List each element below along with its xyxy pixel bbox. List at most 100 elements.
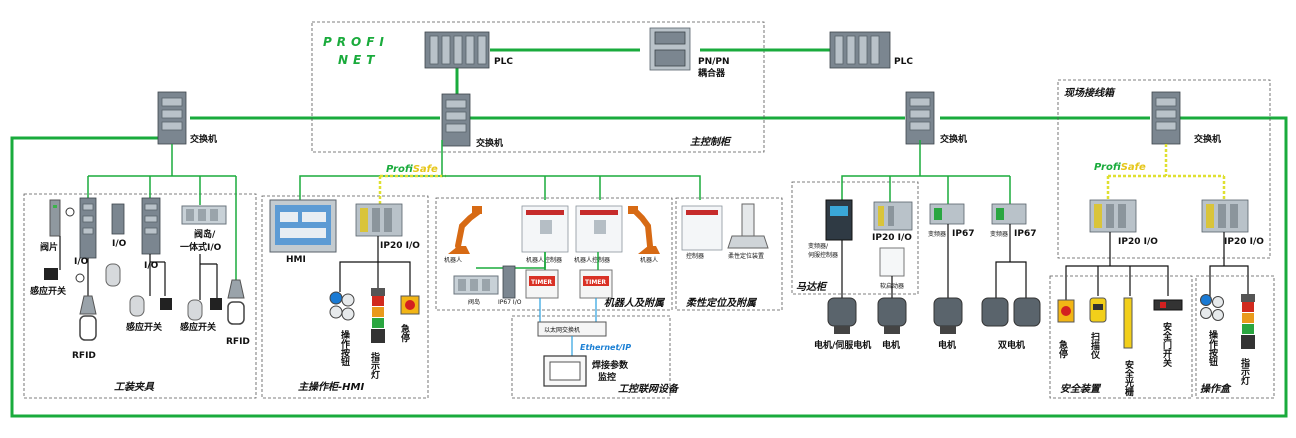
safety-title: 安全装置: [1060, 383, 1102, 395]
profinet-ring: [10, 116, 1288, 418]
soft-starter[interactable]: [879, 247, 905, 277]
io-module-3[interactable]: [141, 197, 161, 255]
timer-eth-links: [539, 298, 597, 322]
coupler-label-line1: PN/PN: [698, 57, 730, 67]
rfid-tag-icon-right: [227, 301, 245, 325]
main-control-cabinet-box: [311, 21, 765, 153]
motor-box: [791, 181, 919, 295]
switch-field[interactable]: [1151, 91, 1181, 145]
light-curtain-icon: [1123, 297, 1133, 349]
timer-left[interactable]: TIMER: [525, 269, 559, 299]
valve-island-icon[interactable]: [181, 205, 227, 225]
operator-cables: [1209, 232, 1249, 296]
flex-controller[interactable]: [681, 205, 723, 251]
field-box-outline: [1057, 79, 1271, 259]
estop-field-label: 急停: [1057, 339, 1068, 359]
motor-bus: [841, 140, 1011, 205]
vfd-ip67-a-label: 变频器: [928, 230, 946, 238]
dual-motor-label: 双电机: [998, 339, 1025, 351]
sensor-mid-label: 感应开关: [126, 321, 162, 333]
switch-fixture-label: 交换机: [190, 133, 217, 145]
vfd-servo-label-1: 变频器/: [808, 242, 829, 250]
switch-motor[interactable]: [905, 91, 935, 145]
ip20-io-field-b[interactable]: [1201, 199, 1249, 233]
weld-monitor-label-2: 监控: [598, 371, 616, 383]
fixture-box: [23, 193, 257, 399]
vfd-ip67-b-label: 变频器: [990, 230, 1008, 238]
operation-buttons-hmi: [329, 291, 355, 321]
io-module-1[interactable]: [79, 197, 97, 259]
profinet-logo-line1: PROFI: [323, 35, 389, 49]
robot-left-label: 机器人: [444, 256, 462, 264]
ip20-io-field-a[interactable]: [1089, 199, 1137, 233]
timer-right-label: TIMER: [585, 279, 606, 286]
io-module-3-label: I/O: [144, 261, 159, 271]
ethernet-ip-label: Ethernet/IP: [580, 343, 631, 352]
hmi-bus: [299, 140, 443, 200]
profinet-logo: PROFI NET: [320, 30, 404, 70]
plc-1[interactable]: [424, 31, 490, 69]
ip20-io-motor-label: IP20 I/O: [872, 233, 912, 243]
robot-arm-right-icon: [628, 206, 660, 254]
scanner-label: 扫描仪: [1089, 331, 1101, 360]
dual-motor-icon: [981, 297, 1041, 327]
motor-icon-b: [933, 297, 963, 334]
valve-island-label-2: 一体式I/O: [180, 241, 222, 253]
ip67-b-label: IP67: [1014, 229, 1036, 239]
ip20-io-hmi[interactable]: [355, 203, 403, 237]
weld-monitor-label-1: 焊接参数: [592, 359, 629, 371]
op-button-label: 操作按钮: [339, 329, 350, 367]
ethernet-switch-label: 以太网交换机: [544, 326, 580, 334]
valve-island-robot[interactable]: [453, 275, 499, 295]
robot-title: 机器人及附属: [604, 297, 666, 309]
robot-controller-left[interactable]: [521, 205, 569, 253]
sensor-right-label: 感应开关: [180, 321, 216, 333]
main-control-cabinet-title: 主控制柜: [690, 136, 732, 148]
sensor-cylinder-icon-right: [187, 299, 203, 321]
rfid-right-label: RFID: [226, 337, 250, 347]
timer-right[interactable]: TIMER: [579, 269, 613, 299]
servo-motor-label: 电机/伺服电机: [814, 339, 871, 351]
sensor-left-label: 感应开关: [30, 285, 66, 297]
vfd-ip67-b[interactable]: [991, 203, 1027, 225]
flex-positioning-device: [727, 203, 769, 249]
switch-fixture[interactable]: [157, 91, 187, 145]
valve-icon: [49, 199, 61, 237]
estop-field: [1057, 299, 1075, 323]
robot-controller-right-label: 机器人控制器: [574, 256, 610, 264]
servo-motor-icon: [827, 297, 857, 334]
vfd-servo[interactable]: [825, 199, 853, 241]
motor-cables: [841, 224, 1027, 298]
hmi-panel[interactable]: [269, 199, 337, 253]
weld-monitor-pc[interactable]: [543, 355, 587, 387]
ip67-io-robot[interactable]: [502, 265, 516, 299]
fixture-connector-icon-1: [65, 207, 75, 217]
profisafe-label-field: ProfiSafe: [1094, 162, 1146, 173]
profinet-logo-line2: NET: [338, 53, 379, 67]
indicator-light-field: [1241, 294, 1255, 349]
hmi-label: HMI: [286, 255, 306, 265]
vfd-servo-label-2: 伺服控制器: [808, 251, 838, 259]
switch-motor-label: 交换机: [940, 133, 967, 145]
fixture-connector-icon-2: [75, 273, 85, 283]
rfid-reader-icon-right: [227, 279, 245, 299]
hmi-cabinet-box: [261, 195, 429, 399]
door-switch-label: 安全门开关: [1161, 321, 1173, 368]
indicator-field-label: 指示灯: [1239, 357, 1250, 386]
operation-buttons-field: [1200, 294, 1224, 321]
robot-bus: [442, 175, 701, 200]
flex-box: [675, 197, 783, 311]
pn-pn-coupler[interactable]: [649, 27, 691, 71]
switch-main[interactable]: [441, 93, 471, 147]
robot-controller-right[interactable]: [575, 205, 623, 253]
vfd-ip67-a[interactable]: [929, 203, 965, 225]
motor-icon-a: [877, 297, 907, 334]
plc-2[interactable]: [829, 31, 891, 69]
op-button-field-label: 操作按钮: [1207, 329, 1218, 367]
ip20-io-motor[interactable]: [873, 201, 913, 231]
ip67-a-label: IP67: [952, 229, 974, 239]
io-module-1-label: I/O: [74, 257, 89, 267]
robot-controller-left-label: 机器人控制器: [526, 256, 562, 264]
io-module-2[interactable]: [111, 203, 125, 235]
estop-hmi: [400, 295, 420, 315]
